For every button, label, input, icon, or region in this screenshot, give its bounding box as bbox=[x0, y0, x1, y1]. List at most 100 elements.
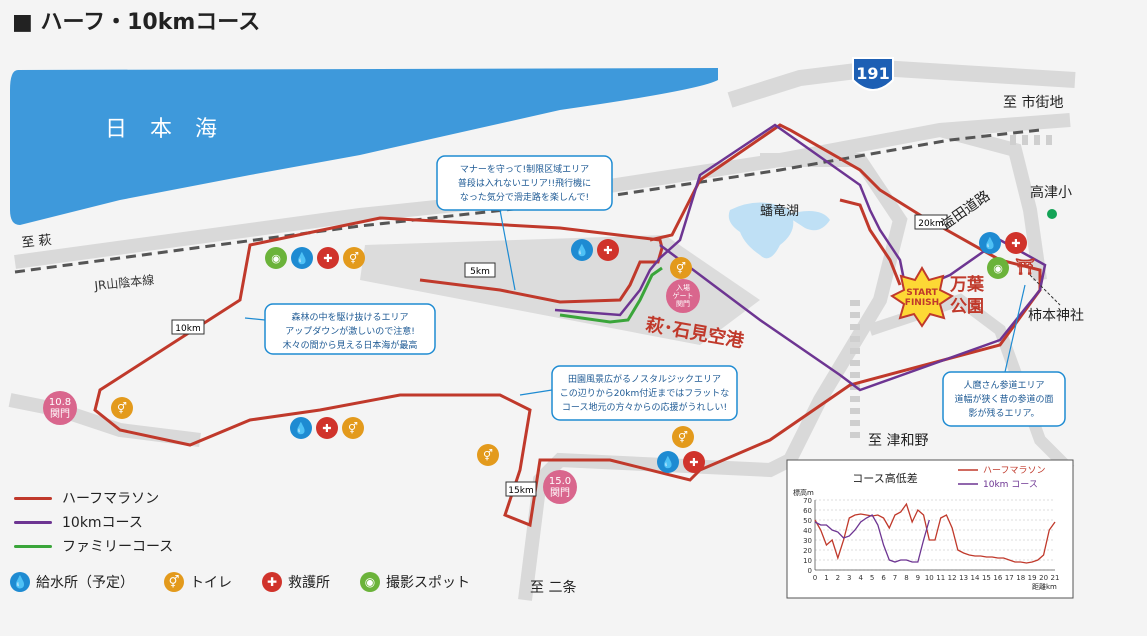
svg-text:✚: ✚ bbox=[603, 244, 612, 257]
start-label: START bbox=[906, 288, 938, 298]
callout-forest: 森林の中を駆け抜けるエリアアップダウンが激しいので注意!木々の間から見える日本海… bbox=[244, 303, 436, 355]
west-road bbox=[8, 393, 201, 447]
svg-text:ゲート: ゲート bbox=[673, 291, 694, 300]
svg-text:💧: 💧 bbox=[295, 252, 309, 265]
elevation-series-half bbox=[814, 502, 1056, 564]
family-course-route bbox=[559, 266, 663, 324]
km-marker-5: 5km bbox=[464, 262, 496, 278]
legend-family-swatch bbox=[14, 544, 52, 548]
callout-line: 道幅が狭く昔の参道の面 bbox=[954, 393, 1053, 405]
elevation-chart-title: コース高低差 bbox=[852, 471, 917, 485]
callout-line: この辺りから20km付近まではフラットな bbox=[560, 387, 729, 399]
elevation-xtick: 16 bbox=[993, 574, 1002, 582]
svg-text:⚥: ⚥ bbox=[349, 252, 359, 265]
elevation-xlabel: 距離km bbox=[1032, 582, 1057, 591]
icon-legend-water: 給水所（予定） bbox=[36, 575, 134, 591]
elevation-ytick: 30 bbox=[803, 537, 812, 545]
callout-line: 森林の中を駆け抜けるエリア bbox=[291, 311, 408, 323]
elevation-xtick: 4 bbox=[858, 574, 863, 582]
first-aid-icon: ✚ bbox=[317, 247, 339, 269]
svg-text:5km: 5km bbox=[470, 267, 490, 277]
north-road bbox=[938, 123, 1047, 281]
elevation-ytick: 0 bbox=[808, 567, 812, 575]
svg-text:関門: 関門 bbox=[550, 487, 570, 499]
elevation-xtick: 15 bbox=[982, 574, 991, 582]
icon-legend: 💧 給水所（予定） ⚥ トイレ ✚ 救護所 ◉ 撮影スポット bbox=[10, 572, 470, 592]
elevation-ytick: 60 bbox=[803, 507, 812, 515]
svg-text:✚: ✚ bbox=[689, 456, 698, 469]
toilet-icon: ⚥ bbox=[477, 444, 499, 466]
elevation-xtick: 3 bbox=[847, 574, 851, 582]
elevation-ytick: 50 bbox=[803, 517, 812, 525]
legend-ten-label: 10kmコース bbox=[62, 515, 143, 531]
svg-text:◉: ◉ bbox=[993, 262, 1003, 275]
gate-10-8: 10.8 関門 bbox=[43, 391, 77, 425]
icon-legend-photo: 撮影スポット bbox=[386, 575, 470, 591]
elevation-xtick: 17 bbox=[1005, 574, 1014, 582]
toilet-icon: ⚥ bbox=[342, 417, 364, 439]
label-to-hagi: 至 萩 bbox=[21, 233, 53, 251]
svg-text:15.0: 15.0 bbox=[549, 476, 571, 487]
water-drop-icon: 💧 bbox=[291, 247, 313, 269]
gate-15-0: 15.0 関門 bbox=[543, 470, 577, 504]
callout-line: マナーを守って!制限区域エリア bbox=[460, 163, 589, 175]
toilet-icon: ⚥ bbox=[672, 426, 694, 448]
label-park-2: 公園 bbox=[950, 297, 984, 317]
legend-family: ファミリーコース bbox=[14, 536, 173, 556]
callout-rural: 田園風景広がるノスタルジックエリアこの辺りから20km付近まではフラットなコース… bbox=[519, 365, 738, 421]
svg-text:20km: 20km bbox=[918, 219, 943, 229]
callout-runway: マナーを守って!制限区域エリア普段は入れないエリア!!飛行機になった気分で滑走路… bbox=[436, 155, 613, 291]
elevation-xtick: 20 bbox=[1039, 574, 1048, 582]
sea-area bbox=[10, 68, 718, 225]
callout-line: コース地元の方々からの応援がうれしい! bbox=[562, 401, 727, 413]
callout-line: 人麿さん参道エリア bbox=[963, 379, 1044, 391]
svg-text:10km: 10km bbox=[175, 324, 200, 334]
legend-family-label: ファミリーコース bbox=[62, 539, 174, 555]
svg-text:⚥: ⚥ bbox=[483, 449, 493, 462]
toilet-icon: ⚥ bbox=[164, 572, 184, 592]
elevation-xtick: 2 bbox=[836, 574, 840, 582]
elevation-xtick: 19 bbox=[1028, 574, 1037, 582]
callout-line: 普段は入れないエリア!!飛行機に bbox=[458, 177, 591, 189]
callout-line: 影が残るエリア。 bbox=[968, 407, 1039, 419]
label-pond: 蟠竜湖 bbox=[760, 204, 799, 219]
svg-text:◉: ◉ bbox=[271, 252, 281, 265]
start-finish-marker: START FINISH bbox=[890, 266, 954, 328]
svg-text:💧: 💧 bbox=[983, 237, 997, 250]
svg-text:⚥: ⚥ bbox=[117, 402, 127, 415]
elevation-xtick: 11 bbox=[936, 574, 945, 582]
icon-legend-aid: 救護所 bbox=[288, 575, 330, 591]
label-to-nijo: 至 二条 bbox=[530, 579, 576, 596]
water-drop-icon: 💧 bbox=[657, 451, 679, 473]
elevation-xtick: 12 bbox=[948, 574, 957, 582]
elevation-legend-label: 10km コース bbox=[983, 480, 1038, 490]
shrine-gate-icon: ⛩ bbox=[1015, 257, 1035, 276]
elevation-ylabel: 標高m bbox=[793, 488, 814, 497]
route-191-sign: 191 bbox=[852, 57, 894, 91]
water-drop-icon: 💧 bbox=[10, 572, 30, 592]
school-dot bbox=[1047, 209, 1057, 219]
label-to-tsuwano: 至 津和野 bbox=[868, 433, 928, 449]
elevation-xtick: 0 bbox=[813, 574, 817, 582]
toilet-icon: ⚥ bbox=[111, 397, 133, 419]
elevation-ytick: 20 bbox=[803, 547, 812, 555]
gate-entry: 入場 ゲート 関門 bbox=[666, 279, 700, 313]
toilet-icon: ⚥ bbox=[343, 247, 365, 269]
elevation-xtick: 13 bbox=[959, 574, 968, 582]
toilet-icon: ⚥ bbox=[670, 257, 692, 279]
km-marker-15: 15km bbox=[505, 481, 537, 497]
svg-text:⚥: ⚥ bbox=[678, 431, 688, 444]
svg-text:10.8: 10.8 bbox=[49, 397, 71, 408]
elevation-xtick: 10 bbox=[925, 574, 934, 582]
first-aid-icon: ✚ bbox=[316, 417, 338, 439]
elevation-xtick: 6 bbox=[881, 574, 886, 582]
elevation-xtick: 14 bbox=[971, 574, 980, 582]
elevation-xtick: 9 bbox=[916, 574, 920, 582]
elevation-series-ten bbox=[814, 514, 930, 563]
elevation-xtick: 7 bbox=[893, 574, 897, 582]
svg-text:関門: 関門 bbox=[50, 408, 70, 420]
km-marker-20: 20km bbox=[914, 214, 948, 230]
icon-legend-toilet: トイレ bbox=[190, 575, 232, 591]
